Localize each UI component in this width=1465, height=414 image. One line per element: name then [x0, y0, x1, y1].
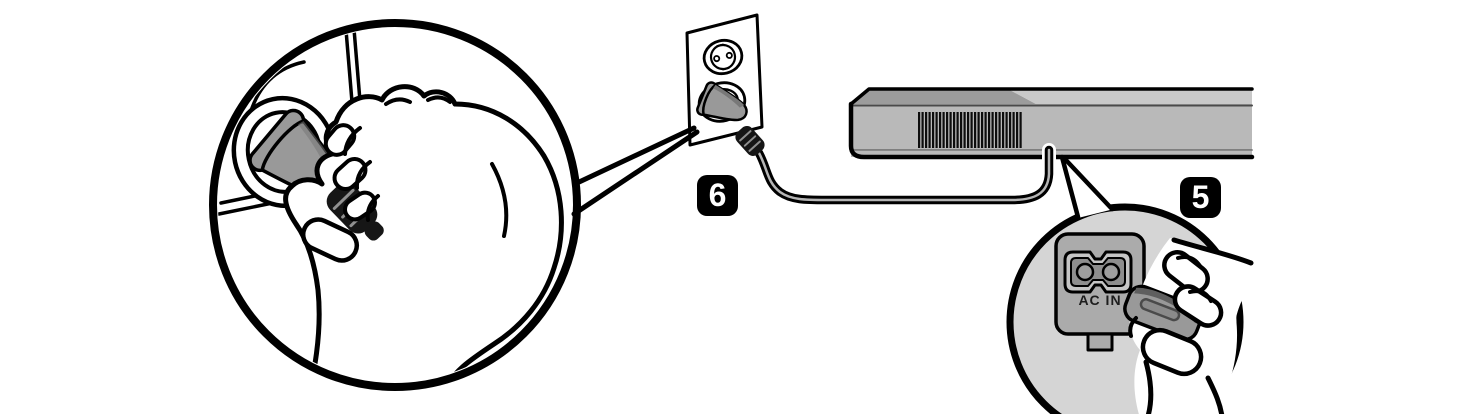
step-badge-6: 6	[697, 175, 738, 216]
vent-bar	[1016, 112, 1019, 148]
vent-bar	[918, 112, 921, 148]
vent-bar	[928, 112, 931, 148]
power-cord	[752, 143, 1056, 207]
vent-bar	[935, 112, 938, 148]
wall-outlet	[685, 13, 765, 156]
vent-bar	[946, 112, 949, 148]
upper-socket-pinhole-left	[713, 55, 721, 63]
upper-socket-notches	[716, 43, 730, 71]
vent-bar	[942, 112, 945, 148]
vent-bar	[921, 112, 924, 148]
hand-left-crease-lines	[343, 95, 509, 238]
vent-bar	[995, 112, 998, 148]
vent-bar	[960, 112, 963, 148]
vent-bar	[984, 112, 987, 148]
step-badge-5: 5	[1180, 177, 1221, 218]
vent-bar	[1005, 112, 1008, 148]
vent-bar	[967, 112, 970, 148]
outlet-upper-socket	[702, 38, 744, 76]
vent-bar	[981, 112, 984, 148]
hand-right-crease-lines	[1128, 255, 1213, 338]
vent-bar	[1009, 112, 1012, 148]
magnified-plate-right-edge	[344, 28, 362, 104]
callout-circle-ac-in	[1006, 154, 1258, 414]
vent-bar	[949, 112, 952, 148]
cord-connector-top-shade	[1134, 287, 1196, 324]
vent-bar	[977, 112, 980, 148]
ac-in-pin-right	[1101, 262, 1121, 282]
vent-bar	[970, 112, 973, 148]
vent-bar	[925, 112, 928, 148]
vent-bar	[988, 112, 991, 148]
device-top-edge	[849, 87, 1254, 106]
callout-right-pointer-lines	[1059, 154, 1115, 220]
callout-left-content	[218, 28, 564, 382]
upper-socket-pinhole-right	[725, 51, 733, 59]
hand-right-thumb	[1140, 327, 1204, 377]
ac-in-label: AC IN	[1078, 292, 1122, 308]
vent-bar	[974, 112, 977, 148]
vent-bar	[991, 112, 994, 148]
outlet-plug-strain-relief	[735, 126, 765, 156]
device-top-face-shaded	[851, 89, 1036, 104]
device-front-face	[851, 104, 1252, 150]
ac-in-pin-left	[1075, 262, 1095, 282]
device-outline	[848, 101, 1255, 160]
vent-bar	[932, 112, 935, 148]
vent-bar	[956, 112, 959, 148]
callout-left-pointer-lines	[571, 125, 700, 217]
hand-left-thumb	[300, 217, 360, 263]
vent-bar	[1002, 112, 1005, 148]
device-top-face-lit	[1008, 89, 1252, 104]
vent-bar	[1019, 112, 1022, 148]
outlet-plug	[696, 81, 748, 122]
cord-core-highlight	[757, 148, 1051, 202]
hand-right-wrist-lines	[1143, 359, 1225, 414]
hand-right-top-outline	[1171, 237, 1254, 266]
strain-relief-ribs	[739, 130, 761, 152]
cord-connector-slot	[1139, 298, 1181, 322]
ac-in-panel-tab	[1086, 332, 1114, 352]
cord-connector-plug	[1123, 284, 1203, 342]
vent-grille-icon	[918, 112, 1022, 148]
vent-bar	[939, 112, 942, 148]
outlet-plate	[685, 13, 764, 147]
vent-bar	[953, 112, 956, 148]
vent-bar	[1012, 112, 1015, 148]
vent-bar	[963, 112, 966, 148]
vent-bar	[998, 112, 1001, 148]
outlet-plug-shading	[713, 84, 745, 108]
callout-circle-outlet	[209, 19, 700, 391]
device	[848, 87, 1255, 160]
